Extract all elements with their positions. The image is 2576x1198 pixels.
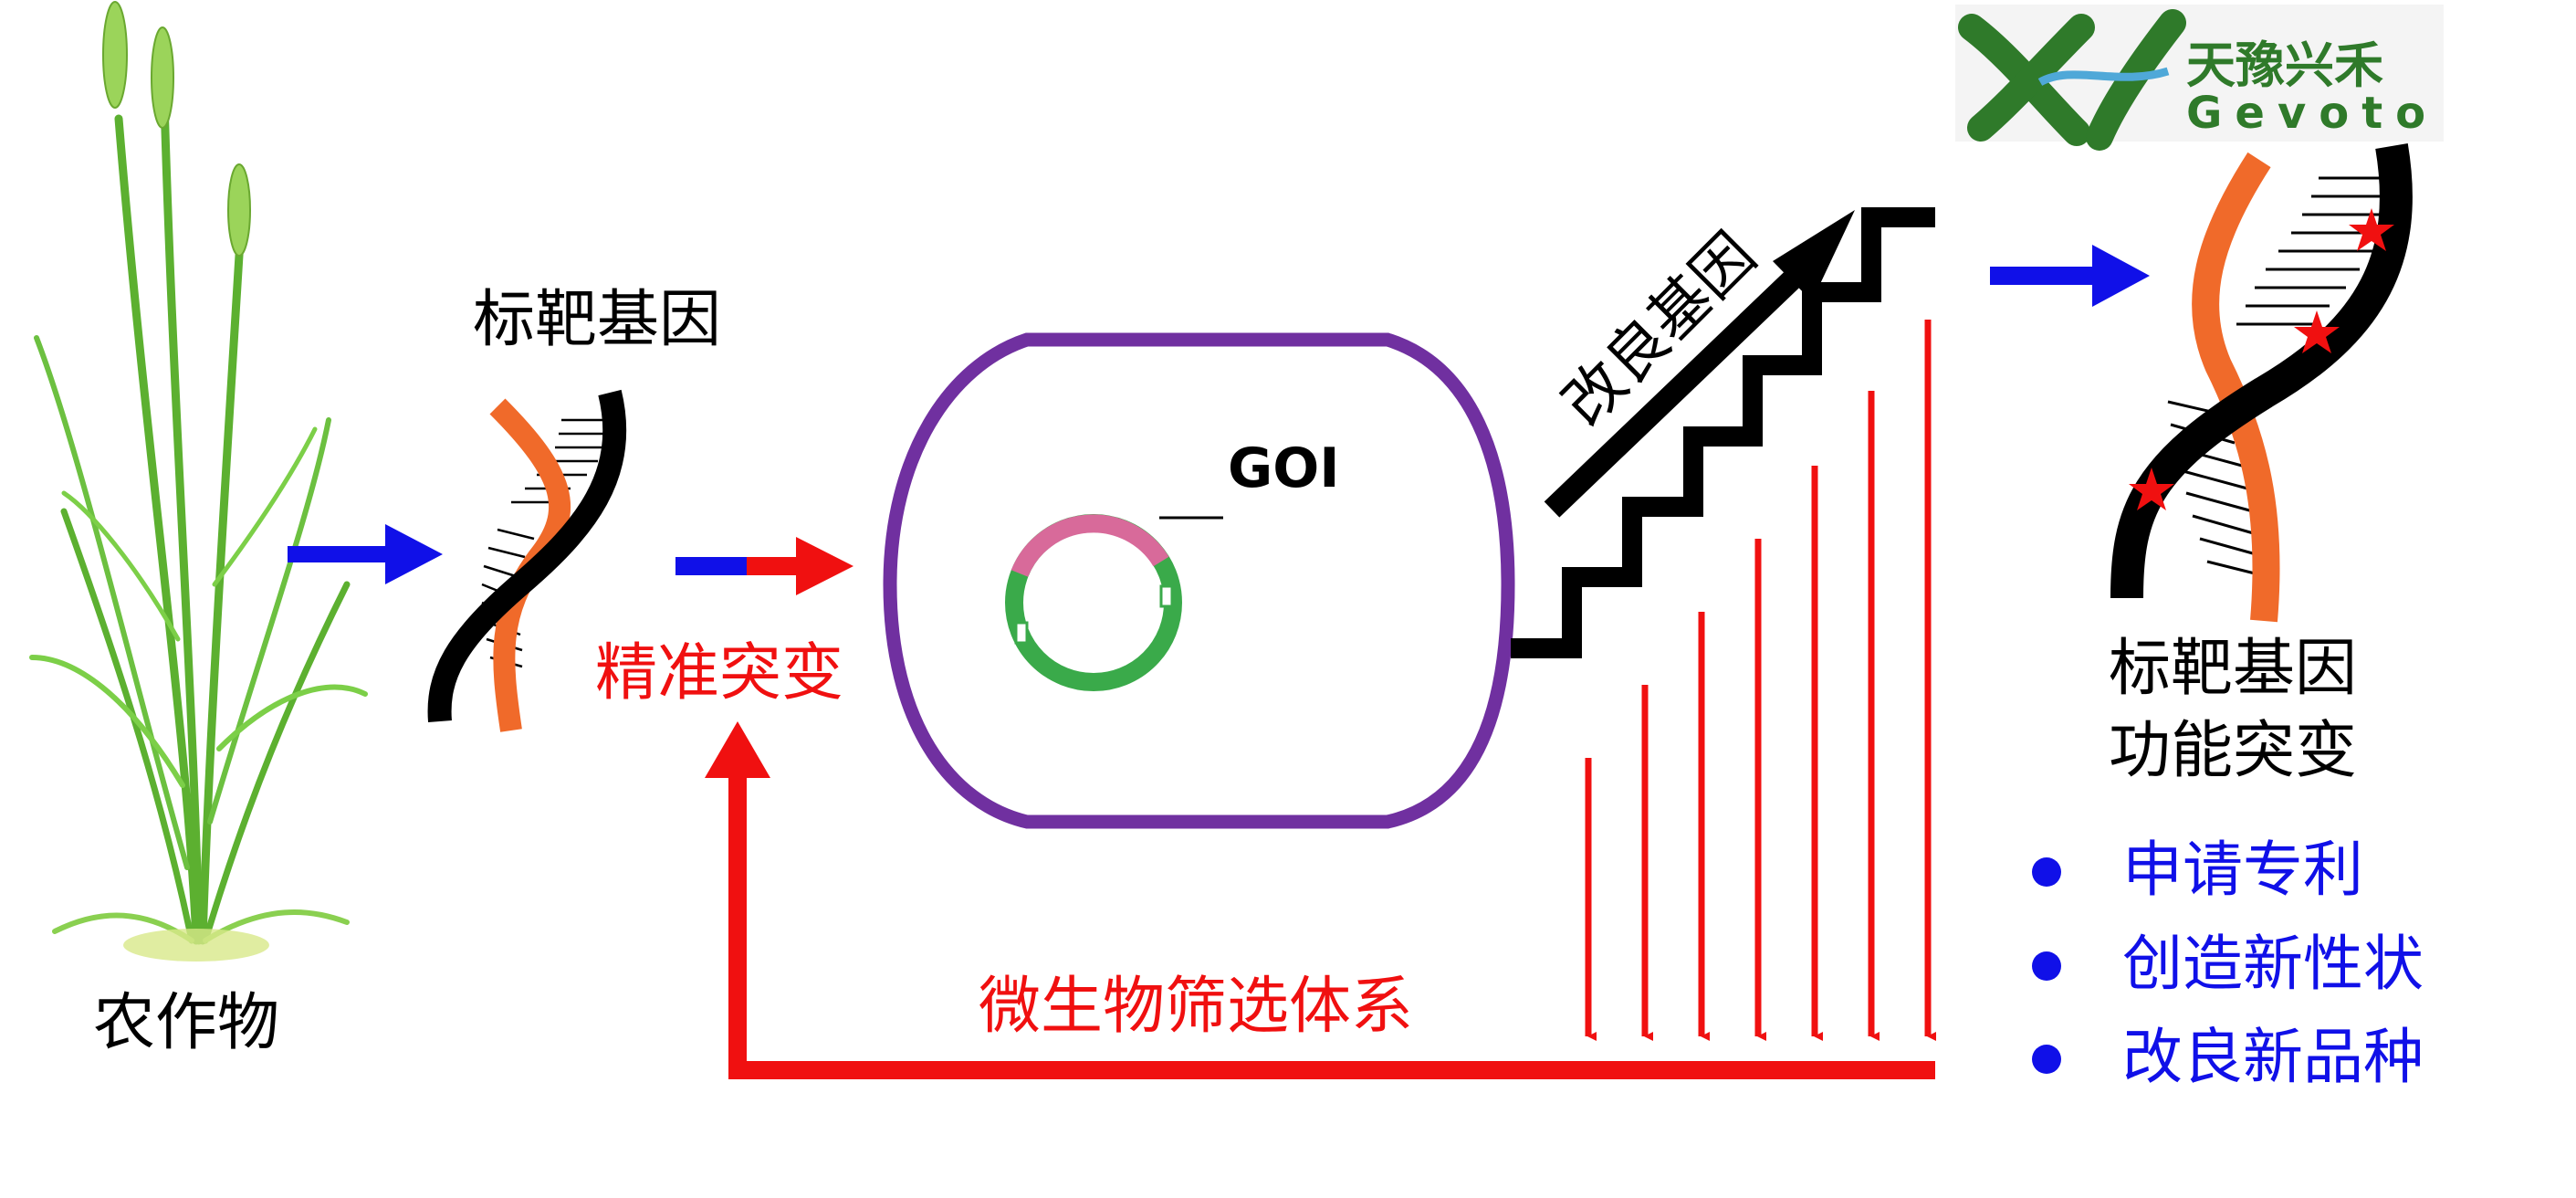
bullet-icon (2032, 857, 2061, 887)
company-logo: 天豫兴禾 Gevoto (1955, 5, 2444, 151)
bullet-icon (2032, 1045, 2061, 1074)
mutation-star-icon (2129, 468, 2174, 510)
functional-mutation-label-line2: 功能突变 (2109, 715, 2357, 787)
dna-helix-icon (427, 389, 627, 732)
logo-mark-icon (1958, 9, 2186, 151)
screening-down-arrows (1585, 320, 1936, 1041)
arrow-crop-to-gene (288, 524, 443, 584)
improved-gene-arrow (1544, 210, 1855, 518)
outcome-item: 改良新品种 (2122, 1022, 2424, 1092)
outcome-item: 申请专利 (2122, 835, 2363, 905)
arrow-to-mutated-gene (1990, 245, 2150, 307)
bullet-icon (2032, 951, 2061, 981)
mutated-dna-helix-icon (2110, 143, 2413, 623)
outcome-item: 创造新性状 (2122, 929, 2424, 999)
mutation-star-icon (2294, 310, 2340, 353)
microbe-system-label: 微生物筛选体系 (979, 971, 1413, 1043)
logo-en-name: Gevoto (2186, 88, 2438, 139)
precise-mutation-label: 精准突变 (595, 637, 843, 709)
mutation-star-icon (2349, 208, 2394, 251)
feedback-loop-arrow (705, 721, 1935, 1079)
target-gene-label: 标靶基因 (473, 284, 721, 356)
crop-plant-illustration (29, 1, 368, 962)
plasmid-icon (1005, 514, 1182, 691)
logo-cn-name: 天豫兴禾 (2186, 37, 2383, 94)
improvement-staircase (1511, 207, 1935, 658)
functional-mutation-label-line1: 标靶基因 (2109, 633, 2357, 705)
microbe-cell-outline (883, 332, 1515, 829)
arrow-gene-to-mutation (675, 537, 853, 595)
outcomes-list: 申请专利 创造新性状 改良新品种 (2032, 835, 2424, 1092)
goi-label: GOI (1228, 436, 1340, 500)
crop-label: 农作物 (93, 987, 279, 1059)
